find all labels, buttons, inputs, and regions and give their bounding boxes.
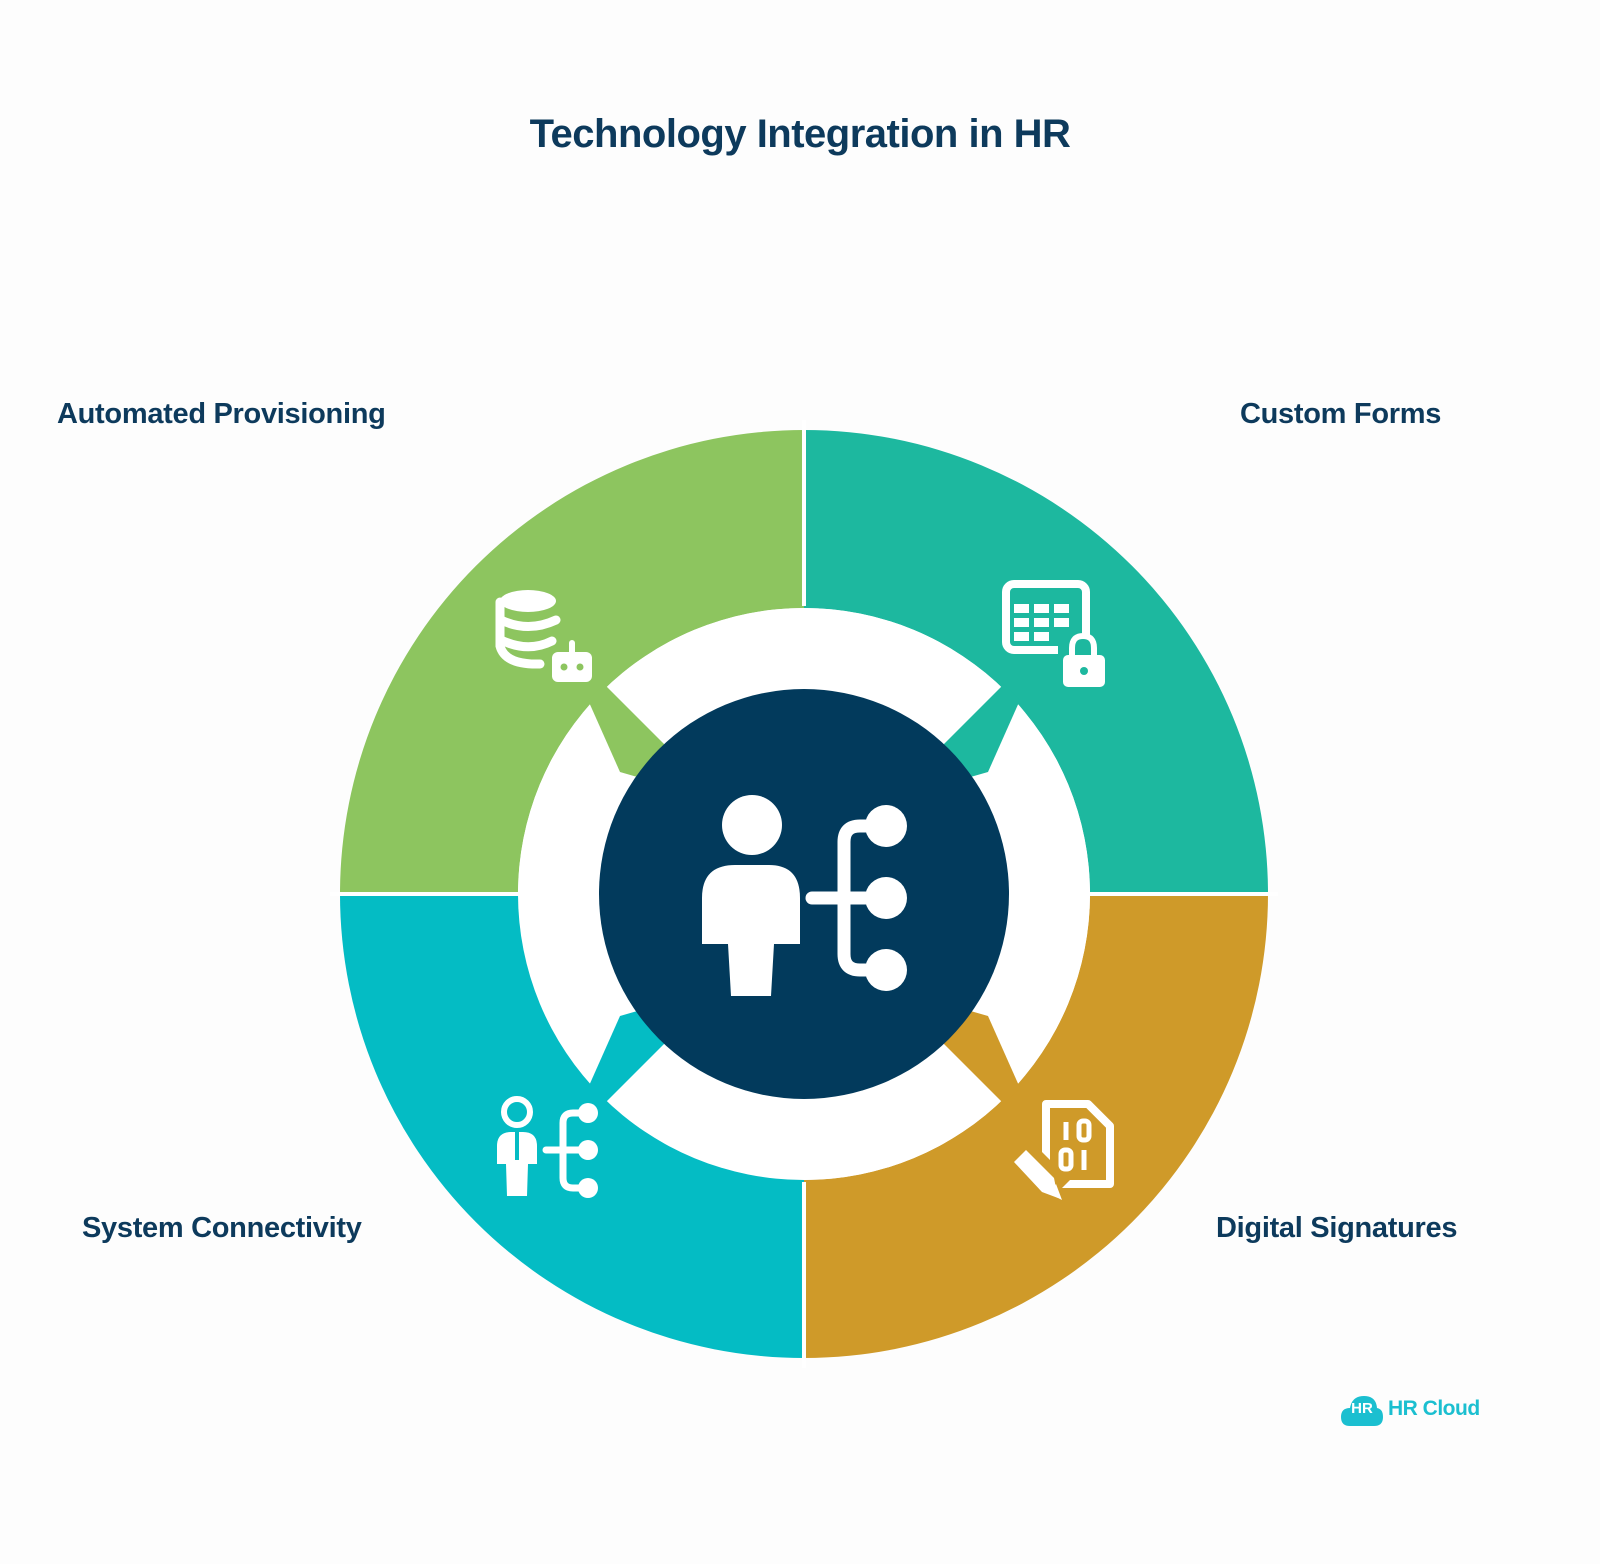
- logo-badge: HR: [1351, 1400, 1373, 1417]
- label-automated-provisioning: Automated Provisioning: [57, 398, 386, 430]
- person-network-small-icon: [497, 1096, 598, 1198]
- database-robot-icon: [495, 590, 592, 682]
- page-title: Technology Integration in HR: [529, 112, 1071, 156]
- label-custom-forms: Custom Forms: [1240, 398, 1442, 430]
- segment-digital-signatures: [804, 894, 1268, 1358]
- label-digital-signatures: Digital Signatures: [1216, 1212, 1458, 1244]
- table-lock-icon: [1002, 580, 1106, 687]
- hr-cloud-logo: HR HR Cloud: [1340, 1388, 1490, 1432]
- segment-custom-forms: [804, 430, 1268, 894]
- label-system-connectivity: System Connectivity: [82, 1212, 362, 1244]
- document-signature-icon: [1010, 1100, 1114, 1200]
- cloud-icon: [1341, 1396, 1383, 1426]
- logo-text: HR Cloud: [1388, 1397, 1480, 1420]
- center-circle: [599, 689, 1009, 1099]
- person-network-icon: [702, 795, 907, 996]
